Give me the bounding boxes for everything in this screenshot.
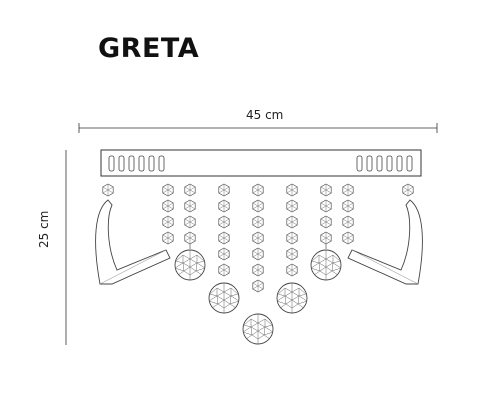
crystal-strand-1: [162, 183, 174, 245]
arm-bead-right: [402, 183, 414, 197]
crystal-strand-3: [208, 183, 240, 314]
crystal-strand-6: [310, 183, 342, 281]
right-glass-arm: [347, 199, 423, 285]
crystal-strand-5: [276, 183, 308, 314]
arm-bead-left: [102, 183, 114, 197]
crystal-strand-7: [342, 183, 354, 245]
canopy-slots-right: [356, 155, 413, 172]
canopy: [100, 149, 422, 177]
width-dimension-label: 45 cm: [246, 108, 284, 122]
product-title: GRETA: [98, 33, 200, 64]
canopy-slots-left: [108, 155, 165, 172]
crystal-strand-4: [242, 183, 274, 345]
left-glass-arm: [95, 199, 171, 285]
crystal-strand-2: [174, 183, 206, 281]
